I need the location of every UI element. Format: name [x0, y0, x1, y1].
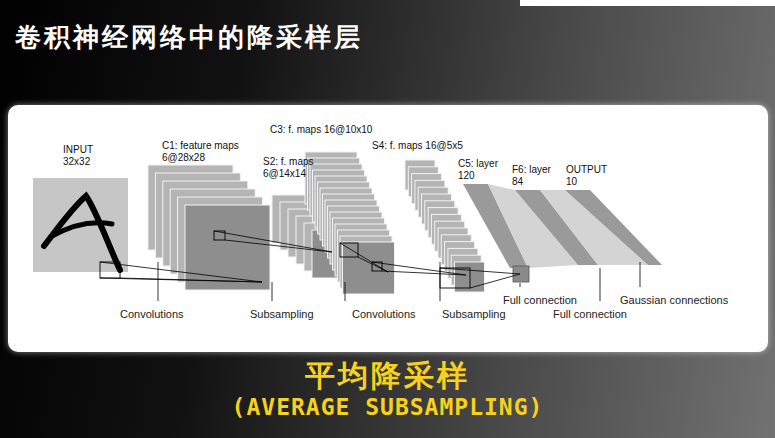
- layer-heading: C3: f. maps 16@10x10: [270, 124, 398, 136]
- text-holder: Subsampling: [250, 304, 314, 322]
- feature-map: [455, 262, 485, 292]
- layer-heading: C1: feature maps 6@28x28: [162, 140, 248, 164]
- caption: 平均降采样: [305, 358, 470, 393]
- projection-line: [214, 231, 332, 252]
- text-holder: (AVERAGE SUBSAMPLING): [0, 394, 775, 420]
- layer-block: S2: f. maps 6@14x14: [262, 156, 362, 280]
- layer-heading: S4: f. maps 16@5x5: [372, 140, 488, 152]
- layer-block: C5: layer 120: [456, 158, 530, 272]
- caption-subtitle: (AVERAGE SUBSAMPLING): [232, 394, 544, 420]
- top-bar: [520, 0, 775, 6]
- layer-heading: OUTPUT 10: [566, 164, 614, 188]
- layer-heading: C5: layer 120: [458, 158, 506, 182]
- operation-label: Full connection: [503, 294, 577, 306]
- output-band: [565, 190, 662, 265]
- layer-heading: INPUT 32x32: [63, 144, 103, 168]
- operation-label: Convolutions: [120, 308, 184, 320]
- input-image: [33, 178, 128, 272]
- feature-map: [185, 205, 270, 290]
- layer-heading: F6: layer 84: [512, 164, 560, 188]
- projection-line: [440, 268, 520, 288]
- operation-label: Full connection: [553, 308, 627, 320]
- projection-line: [340, 243, 388, 272]
- layer-block: INPUT 32x32: [30, 144, 132, 276]
- layer-block: OUTPUT 10: [563, 164, 663, 268]
- letter-stroke: [44, 196, 120, 270]
- text-holder: Full connection: [553, 304, 627, 322]
- text-holder: Convolutions: [120, 304, 184, 322]
- receptive-field: [340, 243, 358, 257]
- text-holder: 卷积神经网络中的降采样层: [15, 20, 363, 55]
- operation-label: Gaussian connections: [620, 294, 728, 306]
- text-holder: Gaussian connections: [620, 290, 728, 308]
- feature-map: [343, 242, 395, 294]
- layer-heading: S2: f. maps 6@14x14: [263, 156, 321, 180]
- text-holder: 平均降采样: [0, 356, 775, 397]
- layer-block: C1: feature maps 6@28x28: [146, 140, 274, 294]
- text-holder: Convolutions: [352, 304, 416, 322]
- page-title: 卷积神经网络中的降采样层: [15, 22, 363, 52]
- operation-label: Subsampling: [442, 308, 506, 320]
- receptive-field: [440, 268, 470, 288]
- operation-label: Convolutions: [352, 308, 416, 320]
- letter-stroke: [52, 223, 112, 236]
- operation-label: Subsampling: [250, 308, 314, 320]
- text-holder: Full connection: [503, 290, 577, 308]
- projection-line: [100, 262, 262, 282]
- feature-map-stacks: [148, 152, 485, 294]
- text-holder: Subsampling: [442, 304, 506, 322]
